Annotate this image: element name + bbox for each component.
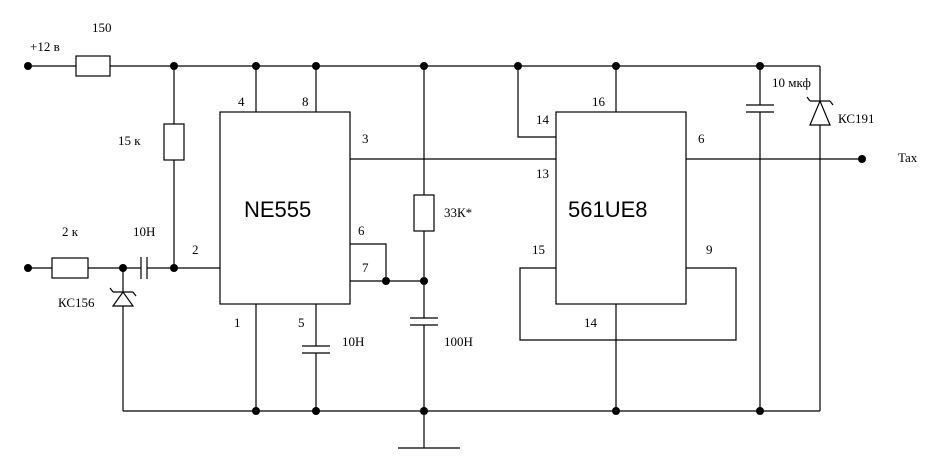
supply-label: +12 в	[30, 39, 60, 54]
junction	[119, 264, 127, 272]
ne555-pin-4: 4	[238, 94, 245, 109]
counter-loop-wire	[519, 267, 737, 341]
junction	[612, 407, 620, 415]
counter-pin-14-bottom: 14	[584, 315, 598, 330]
ne555-pin-2: 2	[192, 242, 199, 257]
junction	[514, 62, 522, 70]
ne555-chip	[219, 111, 351, 305]
zener-ks191-symbol	[806, 96, 834, 126]
ne555-pin-3: 3	[362, 131, 369, 146]
junction	[312, 407, 320, 415]
counter-pin-16: 16	[592, 94, 606, 109]
ne555-pin-6: 6	[358, 223, 365, 238]
capacitor-10n-label: 10Н	[133, 224, 155, 239]
output-terminal	[858, 155, 866, 163]
junction	[420, 62, 428, 70]
resistor-33k-label: 33К*	[444, 205, 472, 220]
junction	[420, 407, 428, 415]
counter-chip-label: 561UE8	[568, 197, 648, 222]
counter-pin-9: 9	[706, 242, 713, 257]
junction	[252, 62, 260, 70]
output-label: Tax	[898, 150, 918, 165]
capacitor-filter-label: 10 мкф	[772, 75, 811, 90]
resistor-2k	[51, 257, 89, 279]
counter-pin-15: 15	[532, 242, 545, 257]
junction	[756, 407, 764, 415]
resistor-15k-label: 15 к	[118, 133, 141, 148]
junction	[170, 264, 178, 272]
junction	[312, 62, 320, 70]
junction	[420, 277, 428, 285]
capacitor-control-label: 10Н	[342, 334, 364, 349]
counter-pin-14-top: 14	[536, 112, 550, 127]
zener-ks156-symbol	[109, 287, 137, 307]
ne555-pin6-wire	[350, 243, 387, 281]
counter-chip	[555, 111, 687, 305]
ne555-pin-8: 8	[302, 94, 309, 109]
ne555-pin-5: 5	[298, 315, 305, 330]
resistor-15k	[163, 123, 185, 161]
junction	[252, 407, 260, 415]
counter-pin14-wire	[517, 66, 556, 138]
ne555-pin-1: 1	[234, 315, 241, 330]
ne555-pin-7: 7	[362, 260, 369, 275]
zener-ks156-label: КС156	[58, 295, 95, 310]
resistor-150	[75, 55, 111, 77]
counter-pin-13: 13	[536, 166, 549, 181]
supply-terminal	[24, 62, 32, 70]
input-terminal	[24, 264, 32, 272]
junction	[612, 62, 620, 70]
counter-pin-6: 6	[698, 131, 705, 146]
junction	[756, 62, 764, 70]
zener-ks191-label: КС191	[838, 111, 875, 126]
timer-chip-label: NE555	[244, 197, 311, 222]
resistor-2k-label: 2 к	[62, 224, 79, 239]
resistor-33k	[413, 194, 435, 232]
resistor-150-label: 150	[92, 20, 112, 35]
capacitor-timing-label: 100Н	[444, 334, 473, 349]
junction	[170, 62, 178, 70]
junction	[382, 277, 390, 285]
